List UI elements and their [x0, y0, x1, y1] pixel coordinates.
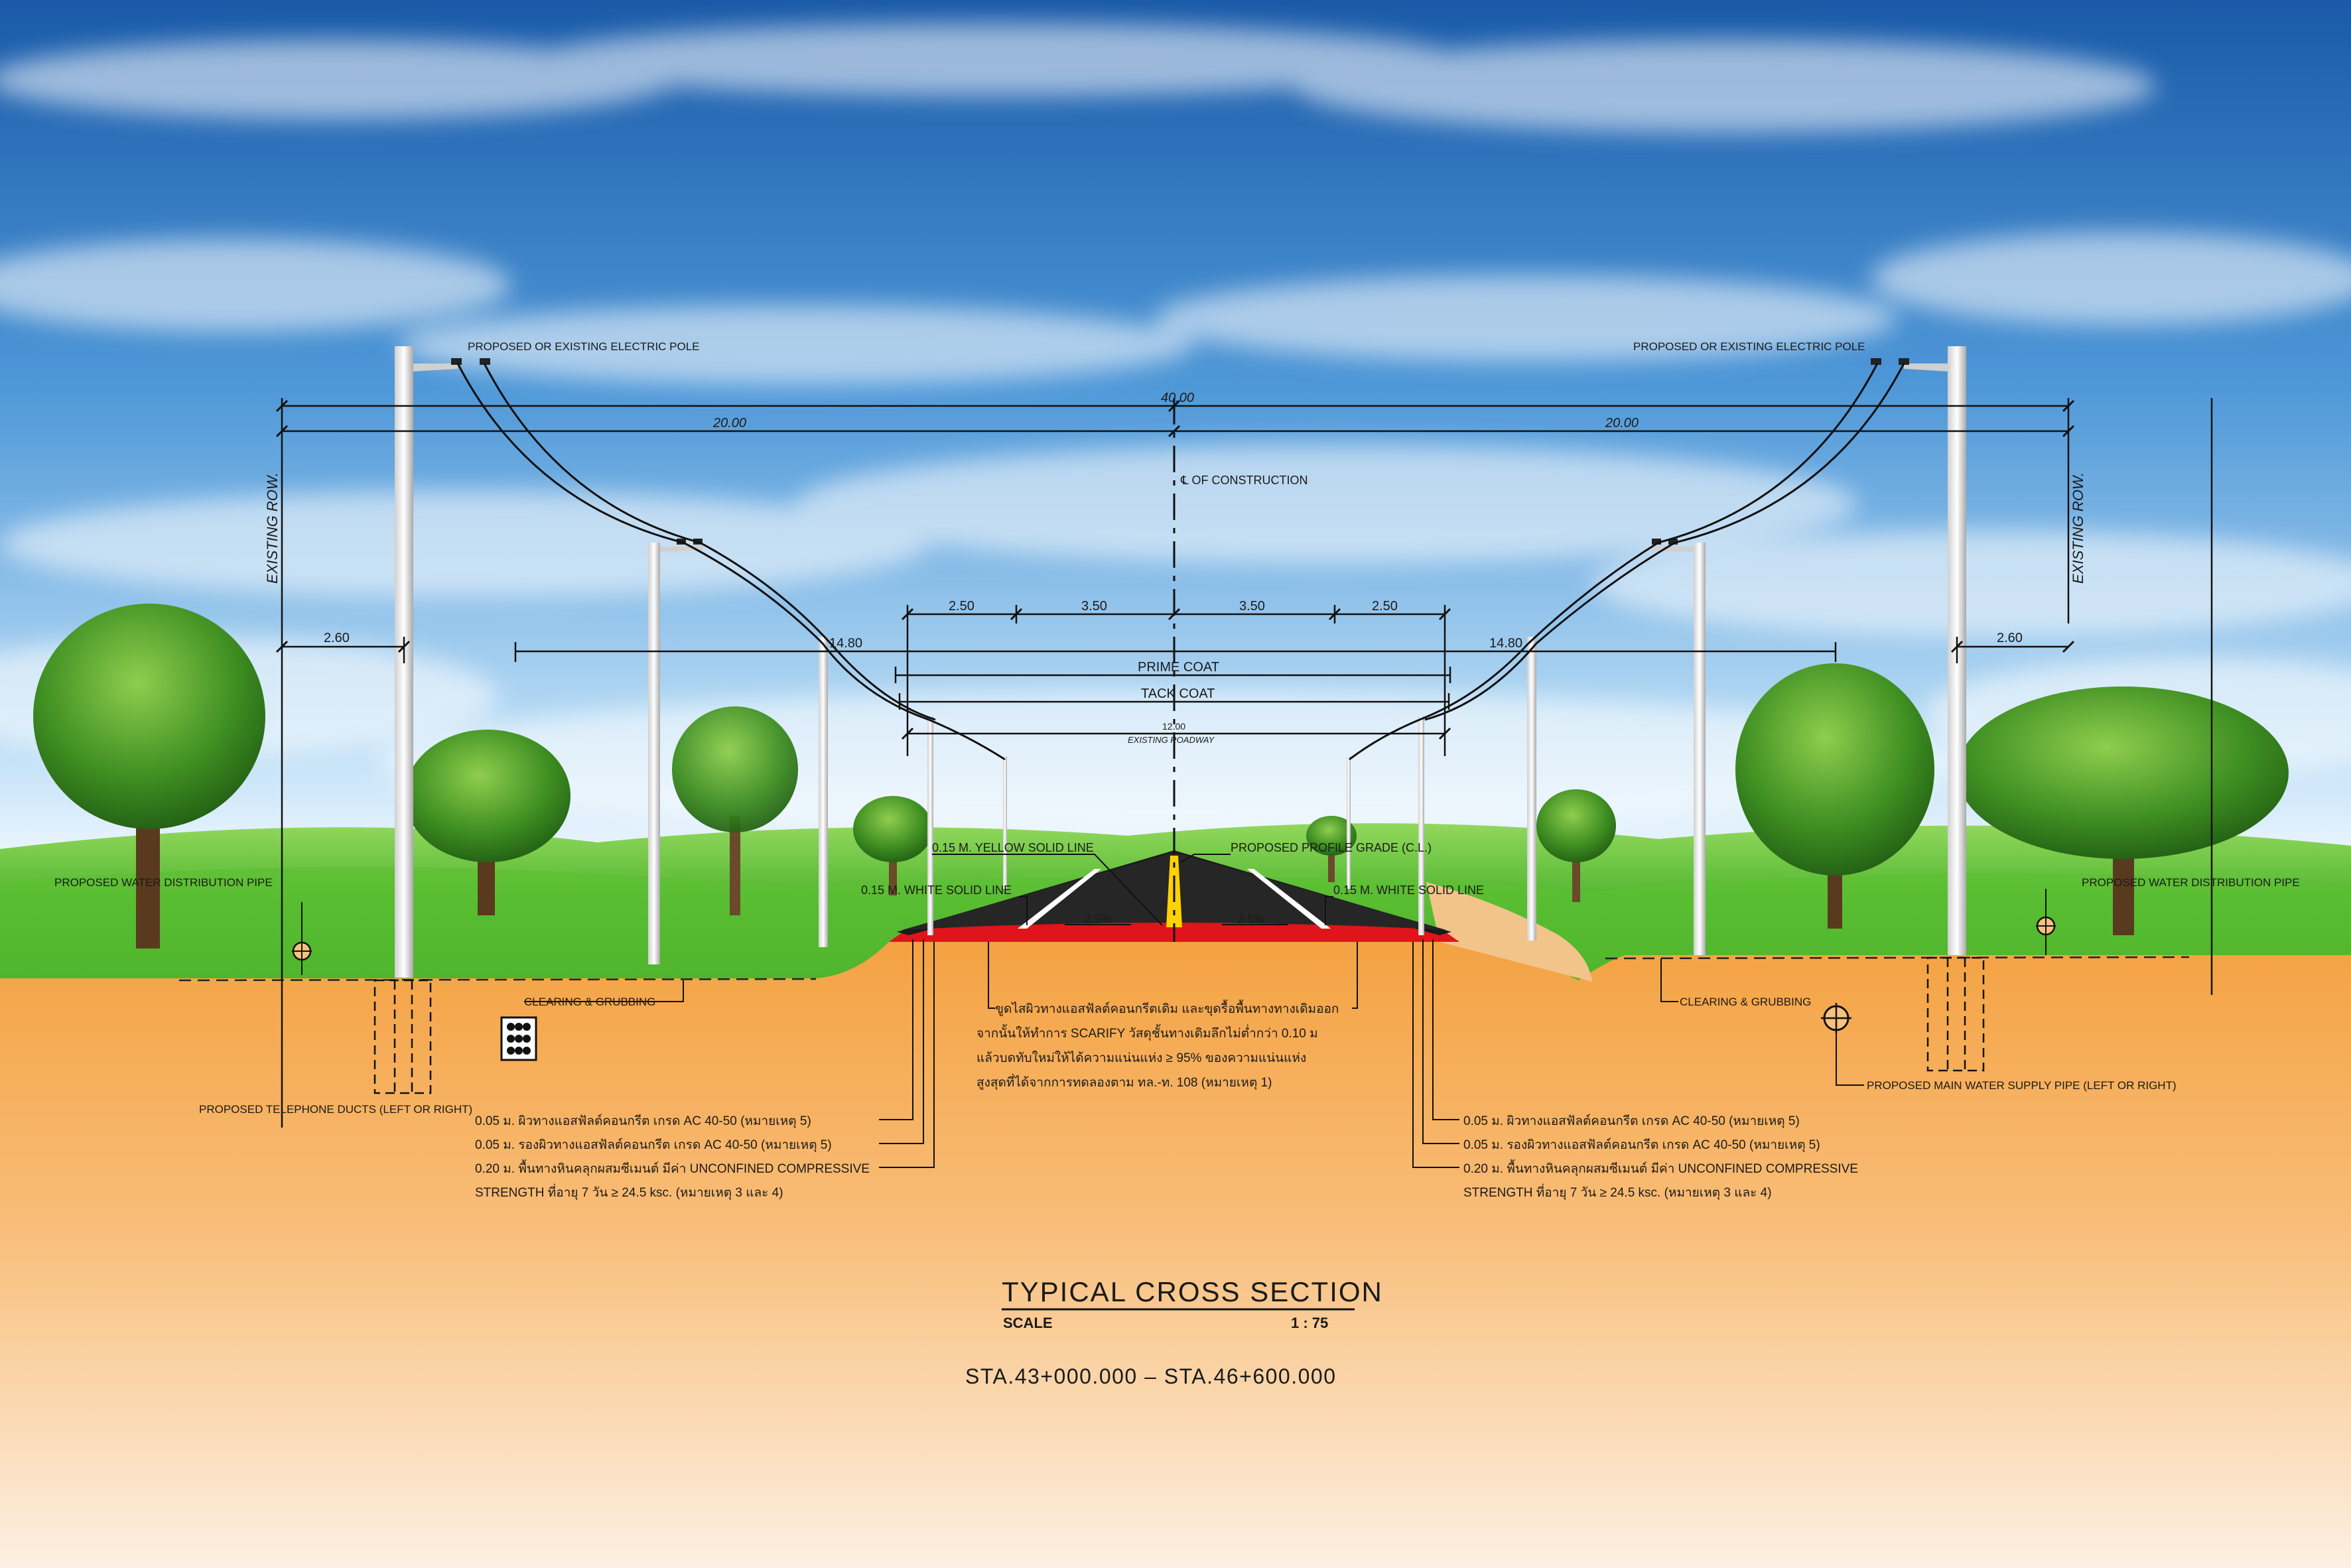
water-pipe-right — [2036, 889, 2056, 955]
embankment-fill-right — [1426, 882, 1592, 982]
scarify-note: ขูดไสผิวทางแอสฟัลต์คอนกรีตเดิม และขุดรื้… — [976, 942, 1358, 1090]
main-water-pipe — [1821, 1003, 1864, 1086]
layer-left-line-4: STRENGTH ที่อายุ 7 วัน ≥ 24.5 ksc. (หมาย… — [475, 1183, 783, 1201]
dim-shoulder-right: 2.50 — [1372, 599, 1398, 614]
layer-left-line-1: 0.05 ม. ผิวทางแอสฟัลต์คอนกรีต เกรด AC 40… — [475, 1114, 811, 1129]
white-edge-line-right — [1247, 869, 1331, 929]
main-water-label: PROPOSED MAIN WATER SUPPLY PIPE (LEFT OR… — [1867, 1079, 2177, 1092]
layer-right-line-4: STRENGTH ที่อายุ 7 วัน ≥ 24.5 ksc. (หมาย… — [1463, 1183, 1772, 1201]
dim-total: 40.00 — [1161, 391, 1194, 405]
poles — [395, 346, 1966, 978]
dim-shoulder-left: 2.50 — [949, 599, 974, 614]
title-block: TYPICAL CROSS SECTION SCALE 1 : 75 STA.4… — [965, 1276, 1383, 1388]
tack-coat-label: TACK COAT — [1141, 686, 1215, 701]
tree-left-small — [853, 796, 933, 895]
dim-wire-left: 14.80 — [829, 636, 862, 651]
power-lines — [456, 363, 1905, 761]
layer-left-line-3: 0.20 ม. พื้นทางหินคลุกผสมซีเมนต์ มีค่า U… — [475, 1159, 870, 1177]
row-label-left: EXISTING ROW. — [264, 472, 281, 584]
tree-left-sapling — [672, 706, 798, 915]
clearing-left-label: CLEARING & GRUBBING — [524, 996, 655, 1008]
clearing-leader-right — [1660, 958, 1678, 1002]
pole-near-left — [819, 637, 828, 947]
profile-grade-label: PROPOSED PROFILE GRADE (C.L.) — [1231, 841, 1432, 854]
dimension-ticks — [275, 399, 2075, 740]
clearing-leader-left — [524, 980, 684, 1002]
layer-right-line-2: 0.05 ม. รองผิวทางแอสฟัลต์คอนกรีต เกรด AC… — [1463, 1138, 1820, 1153]
dim-half-right: 20.00 — [1605, 416, 1639, 430]
layer-left-line-2: 0.05 ม. รองผิวทางแอสฟัลต์คอนกรีต เกรด AC… — [475, 1138, 832, 1153]
pole-foundation-right — [1926, 956, 1985, 1072]
existing-ground-line-left — [178, 978, 817, 982]
title-scale-value: 1 : 75 — [1291, 1315, 1328, 1331]
dim-wire-right: 14.80 — [1489, 636, 1522, 651]
existing-roadway-label: EXISTING ROADWAY — [1128, 735, 1215, 745]
pole-foundation-left — [373, 979, 432, 1094]
telephone-label: PROPOSED TELEPHONE DUCTS (LEFT OR RIGHT) — [199, 1103, 472, 1116]
telephone-duct-bank — [500, 1016, 537, 1061]
pole-mid-left — [648, 543, 660, 964]
dim-offset-left: 2.60 — [324, 631, 350, 645]
scarify-note-line-4: สูงสุดที่ได้จากการทดลองตาม ทล.-ท. 108 (ห… — [976, 1073, 1272, 1090]
white-edge-line-left — [1018, 869, 1101, 929]
layer-leaders-right — [1412, 939, 1459, 1168]
water-pipe-left — [292, 902, 312, 975]
layer-right-line-3: 0.20 ม. พื้นทางหินคลุกผสมซีเมนต์ มีค่า U… — [1463, 1159, 1858, 1177]
soil-ground — [0, 942, 2351, 1568]
pole-mid-right — [1694, 543, 1706, 955]
tree-right-large — [1957, 686, 2289, 935]
title-scale-label: SCALE — [1003, 1315, 1053, 1331]
scarify-note-line-1: ขูดไสผิวทางแอสฟัลต์คอนกรีตเดิม และขุดรื้… — [995, 1000, 1339, 1017]
clearing-right-label: CLEARING & GRUBBING — [1680, 996, 1811, 1008]
tree-center-small — [1306, 816, 1357, 882]
dim-offset-right: 2.60 — [1997, 631, 2023, 645]
leader-lines-road — [932, 854, 1333, 926]
yellow-line-label: 0.15 M. YELLOW SOLID LINE — [932, 841, 1094, 854]
row-label-right: EXISTING ROW. — [2070, 472, 2086, 584]
white-line-left-label: 0.15 M. WHITE SOLID LINE — [861, 883, 1012, 897]
dim-roadway: 12.00 — [1162, 721, 1185, 732]
existing-ground-line-right — [1605, 956, 2190, 960]
center-line-label: ℄ OF CONSTRUCTION — [1180, 474, 1308, 487]
layer-leaders-left — [879, 939, 935, 1168]
prime-coat-label: PRIME COAT — [1138, 660, 1219, 675]
water-dist-right-label: PROPOSED WATER DISTRIBUTION PIPE — [2082, 876, 2300, 889]
dim-lane-left: 3.50 — [1081, 599, 1107, 614]
pole-far-left — [927, 716, 933, 935]
slope-right-label: 2.5% — [1237, 913, 1264, 926]
scarify-note-line-3: แล้วบดทับใหม่ให้ได้ความแน่นแห่ง ≥ 95% ขอ… — [976, 1051, 1306, 1065]
title-station: STA.43+000.000 – STA.46+600.000 — [965, 1364, 1336, 1388]
dim-half-left: 20.00 — [712, 416, 746, 430]
tree-left-large — [33, 604, 265, 948]
slope-left-label: 2.5% — [1085, 913, 1112, 926]
pole-near-right — [1527, 637, 1536, 941]
pole-label-left: PROPOSED OR EXISTING ELECTRIC POLE — [468, 340, 700, 353]
title-main: TYPICAL CROSS SECTION — [1002, 1276, 1383, 1307]
tree-right-medium — [1735, 663, 1934, 929]
white-line-right-label: 0.15 M. WHITE SOLID LINE — [1333, 883, 1484, 897]
layer-right-line-1: 0.05 ม. ผิวทางแอสฟัลต์คอนกรีต เกรด AC 40… — [1463, 1114, 1800, 1129]
dim-lane-right: 3.50 — [1239, 599, 1265, 614]
scarify-note-line-2: จากนั้นให้ทำการ SCARIFY วัสดุชั้นทางเดิม… — [976, 1024, 1318, 1041]
pole-label-right: PROPOSED OR EXISTING ELECTRIC POLE — [1633, 340, 1865, 353]
tree-left-medium — [405, 730, 571, 915]
tree-right-small — [1536, 789, 1616, 902]
water-dist-left-label: PROPOSED WATER DISTRIBUTION PIPE — [54, 876, 273, 889]
pole-far-right — [1418, 716, 1424, 935]
